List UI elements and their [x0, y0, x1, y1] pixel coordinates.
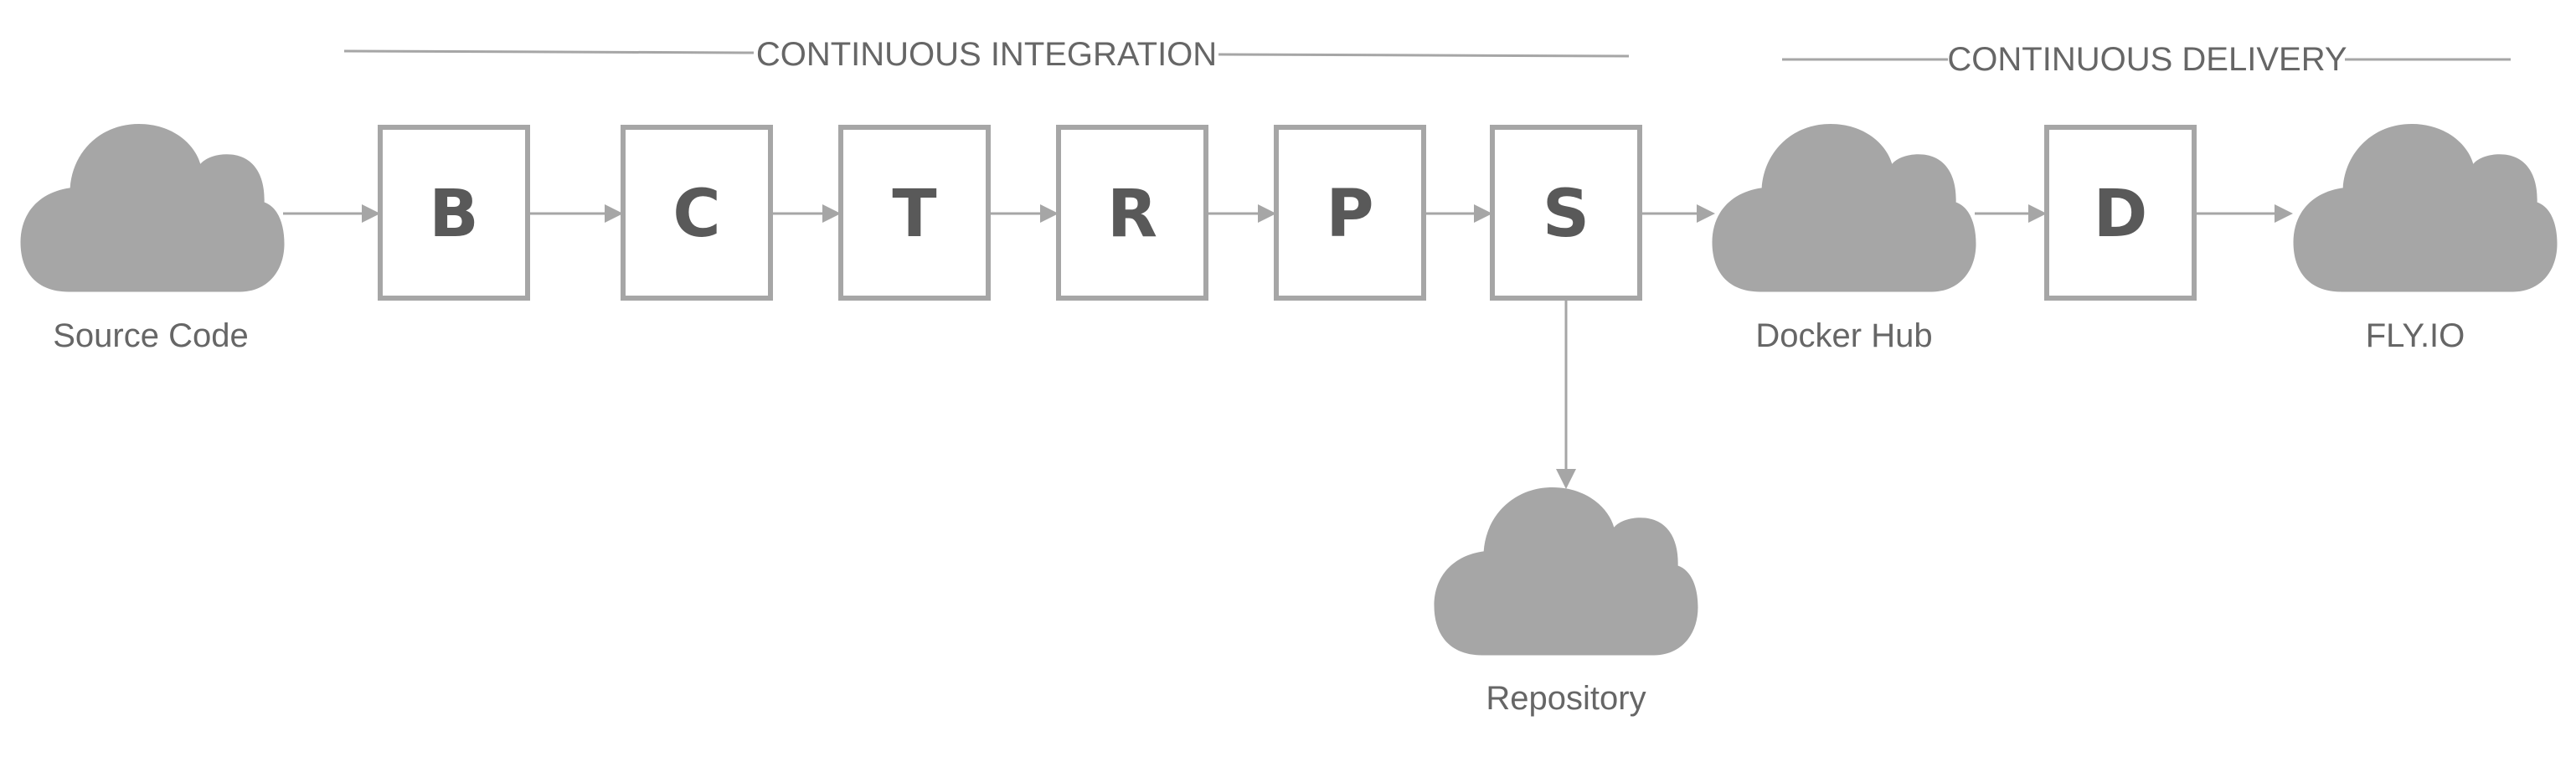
cloud-icon	[2293, 124, 2558, 292]
ci-bracket-right-line	[1218, 53, 1630, 58]
stage-letter: C	[672, 177, 720, 252]
arrowhead-t	[822, 204, 841, 223]
stage-box	[378, 125, 530, 301]
stage-letter: S	[1543, 177, 1589, 252]
source-code-label: Source Code	[53, 317, 248, 354]
stage-letter: P	[1326, 177, 1373, 252]
stage-t: T	[838, 125, 991, 301]
cloud-fly-io: FLY.IO	[2293, 124, 2558, 354]
cloud-docker-hub: Docker Hub	[1712, 124, 1976, 354]
stage-box	[838, 125, 991, 301]
ci-bracket-left-line	[343, 49, 755, 54]
connectors	[283, 204, 2293, 489]
continuous-integration-section: CONTINUOUS INTEGRATION	[343, 36, 1630, 73]
cd-section-label: CONTINUOUS DELIVERY	[1947, 41, 2347, 78]
cloud-repository: Repository	[1434, 487, 1698, 717]
stage-letter: R	[1107, 177, 1157, 252]
stage-box	[621, 125, 773, 301]
arrowhead-b	[362, 204, 380, 223]
arrowhead-r	[1040, 204, 1059, 223]
stage-c: C	[621, 125, 773, 301]
arrowhead-repository	[1556, 469, 1576, 489]
arrowhead-s	[1474, 204, 1492, 223]
stage-box	[2044, 125, 2197, 301]
ci-section-label: CONTINUOUS INTEGRATION	[756, 36, 1217, 73]
arrowhead-d	[2028, 204, 2047, 223]
cloud-icon	[1712, 124, 1976, 292]
stage-d: D	[2044, 125, 2197, 301]
docker-hub-label: Docker Hub	[1755, 317, 1932, 354]
continuous-delivery-section: CONTINUOUS DELIVERY	[1782, 41, 2511, 78]
stage-letter: T	[892, 177, 936, 252]
stage-s: S	[1490, 125, 1642, 301]
stage-letter: B	[429, 177, 478, 252]
fly-io-label: FLY.IO	[2366, 317, 2465, 354]
arrowhead-p	[1258, 204, 1276, 223]
arrowhead-dockerhub	[1697, 204, 1715, 223]
repository-label: Repository	[1486, 680, 1646, 717]
stage-b: B	[378, 125, 530, 301]
stage-p: P	[1274, 125, 1426, 301]
stage-box	[1490, 125, 1642, 301]
cloud-icon	[1434, 487, 1698, 656]
arrowhead-flyio	[2275, 204, 2293, 223]
cloud-source-code: Source Code	[20, 124, 285, 354]
arrowhead-c	[605, 204, 623, 223]
stage-box	[1274, 125, 1426, 301]
stage-letter: D	[2094, 177, 2148, 252]
stage-r: R	[1056, 125, 1208, 301]
cloud-icon	[20, 124, 285, 292]
stage-box	[1056, 125, 1208, 301]
